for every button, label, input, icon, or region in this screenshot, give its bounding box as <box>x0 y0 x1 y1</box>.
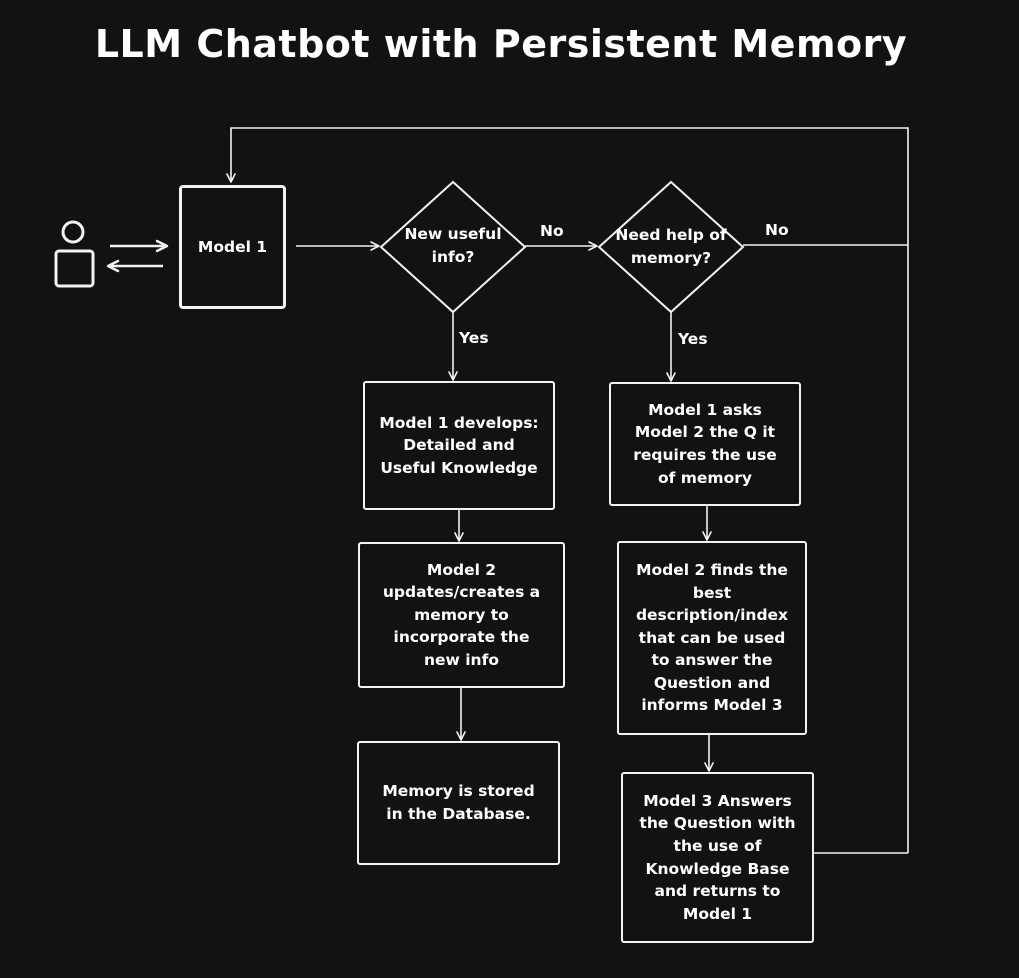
person-icon <box>54 220 95 288</box>
edge-label-no-1: No <box>540 222 564 240</box>
decision-need-memory-label: Need help of memory? <box>615 226 727 267</box>
model1-box: Model 1 <box>179 185 286 309</box>
find-index-label: Model 2 finds the best description/index… <box>635 560 789 715</box>
ask-model2-box: Model 1 asks Model 2 the Q it requires t… <box>609 382 801 506</box>
update-memory-box: Model 2 updates/creates a memory to inco… <box>358 542 565 688</box>
memory-stored-label: Memory is stored in the Database. <box>382 782 535 823</box>
decision-new-info-label: New useful info? <box>404 225 502 266</box>
edge-label-yes-2: Yes <box>678 330 708 348</box>
edge-label-yes-1: Yes <box>459 329 489 347</box>
ask-model2-label: Model 1 asks Model 2 the Q it requires t… <box>633 400 777 487</box>
develops-knowledge-label: Model 1 develops: Detailed and Useful Kn… <box>379 413 539 477</box>
update-memory-label: Model 2 updates/creates a memory to inco… <box>382 560 541 669</box>
develops-knowledge-box: Model 1 develops: Detailed and Useful Kn… <box>363 381 555 510</box>
answer-question-box: Model 3 Answers the Question with the us… <box>621 772 814 943</box>
diagram-title: LLM Chatbot with Persistent Memory <box>94 22 908 66</box>
find-index-box: Model 2 finds the best description/index… <box>617 541 807 735</box>
edge-label-no-2: No <box>765 221 789 239</box>
model1-label: Model 1 <box>197 237 268 256</box>
answer-question-label: Model 3 Answers the Question with the us… <box>639 791 796 923</box>
loop-back-to-model1-arrow <box>226 127 909 853</box>
memory-stored-box: Memory is stored in the Database. <box>357 741 560 865</box>
